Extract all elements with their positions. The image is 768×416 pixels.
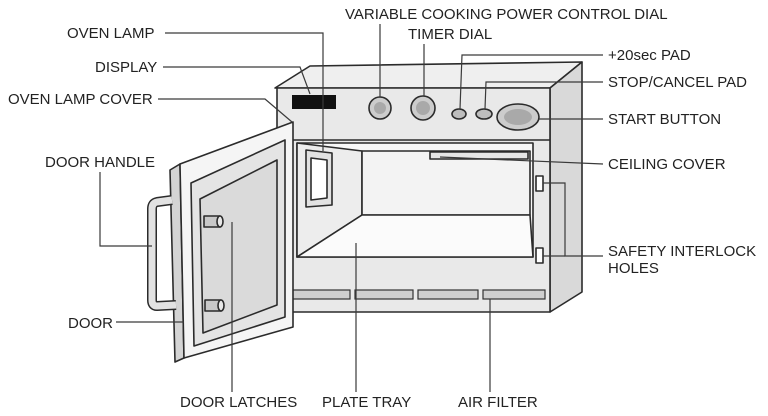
vent-slot	[482, 289, 546, 300]
oven-lamp	[305, 149, 333, 208]
safety-interlock-hole-upper	[535, 175, 544, 192]
label-safety-interlock-line1: SAFETY INTERLOCK	[608, 243, 756, 260]
plus20sec-pad	[451, 108, 467, 120]
door-latch-lower	[204, 299, 225, 312]
right-side-panel	[549, 61, 583, 313]
label-start-button: START BUTTON	[608, 111, 721, 128]
air-filter	[289, 289, 546, 300]
label-plus20sec-pad: +20sec PAD	[608, 47, 691, 64]
leader-line-safety-interlock	[543, 182, 603, 257]
safety-interlock-hole-lower	[535, 247, 544, 264]
top-panel	[274, 61, 583, 89]
leader-line-stop-cancel-pad	[484, 81, 603, 110]
oven-cavity	[296, 142, 544, 264]
vent-slot	[417, 289, 479, 300]
leader-line-plus20sec-pad	[459, 54, 603, 110]
label-timer-dial: TIMER DIAL	[408, 26, 492, 43]
display-screen	[292, 95, 336, 109]
label-door: DOOR	[68, 315, 113, 332]
label-oven-lamp: OVEN LAMP	[67, 25, 155, 42]
label-oven-lamp-cover: OVEN LAMP COVER	[8, 91, 153, 108]
cavity-back-wall	[361, 150, 531, 216]
door	[147, 121, 294, 363]
leader-line-oven-lamp-cover	[158, 98, 293, 123]
label-plate-tray: PLATE TRAY	[322, 394, 411, 411]
label-display: DISPLAY	[95, 59, 157, 76]
vent-slot	[354, 289, 414, 300]
ceiling-cover	[429, 151, 529, 160]
power-control-dial	[368, 96, 392, 120]
door-window	[199, 159, 278, 334]
leader-line-oven-lamp	[165, 32, 324, 151]
leader-line-door-handle	[99, 172, 152, 247]
leader-line-ceiling-cover	[439, 156, 604, 165]
door-handle	[147, 195, 177, 311]
label-door-handle: DOOR HANDLE	[45, 154, 155, 171]
label-ceiling-cover: CEILING COVER	[608, 156, 726, 173]
labels: OVEN LAMP DISPLAY OVEN LAMP COVER DOOR H…	[8, 6, 756, 411]
timer-dial	[410, 95, 436, 121]
label-safety-interlock-line2: HOLES	[608, 260, 659, 277]
label-stop-cancel-pad: STOP/CANCEL PAD	[608, 74, 747, 91]
stop-cancel-pad	[475, 108, 493, 120]
label-power-dial: VARIABLE COOKING POWER CONTROL DIAL	[345, 6, 668, 23]
leader-line-display	[163, 66, 311, 95]
door-latch-upper	[203, 215, 224, 228]
start-button	[496, 103, 540, 131]
label-air-filter: AIR FILTER	[458, 394, 538, 411]
leader-lines	[99, 24, 604, 392]
control-panel	[292, 95, 540, 131]
label-door-latches: DOOR LATCHES	[180, 394, 297, 411]
vent-slot	[289, 289, 351, 300]
